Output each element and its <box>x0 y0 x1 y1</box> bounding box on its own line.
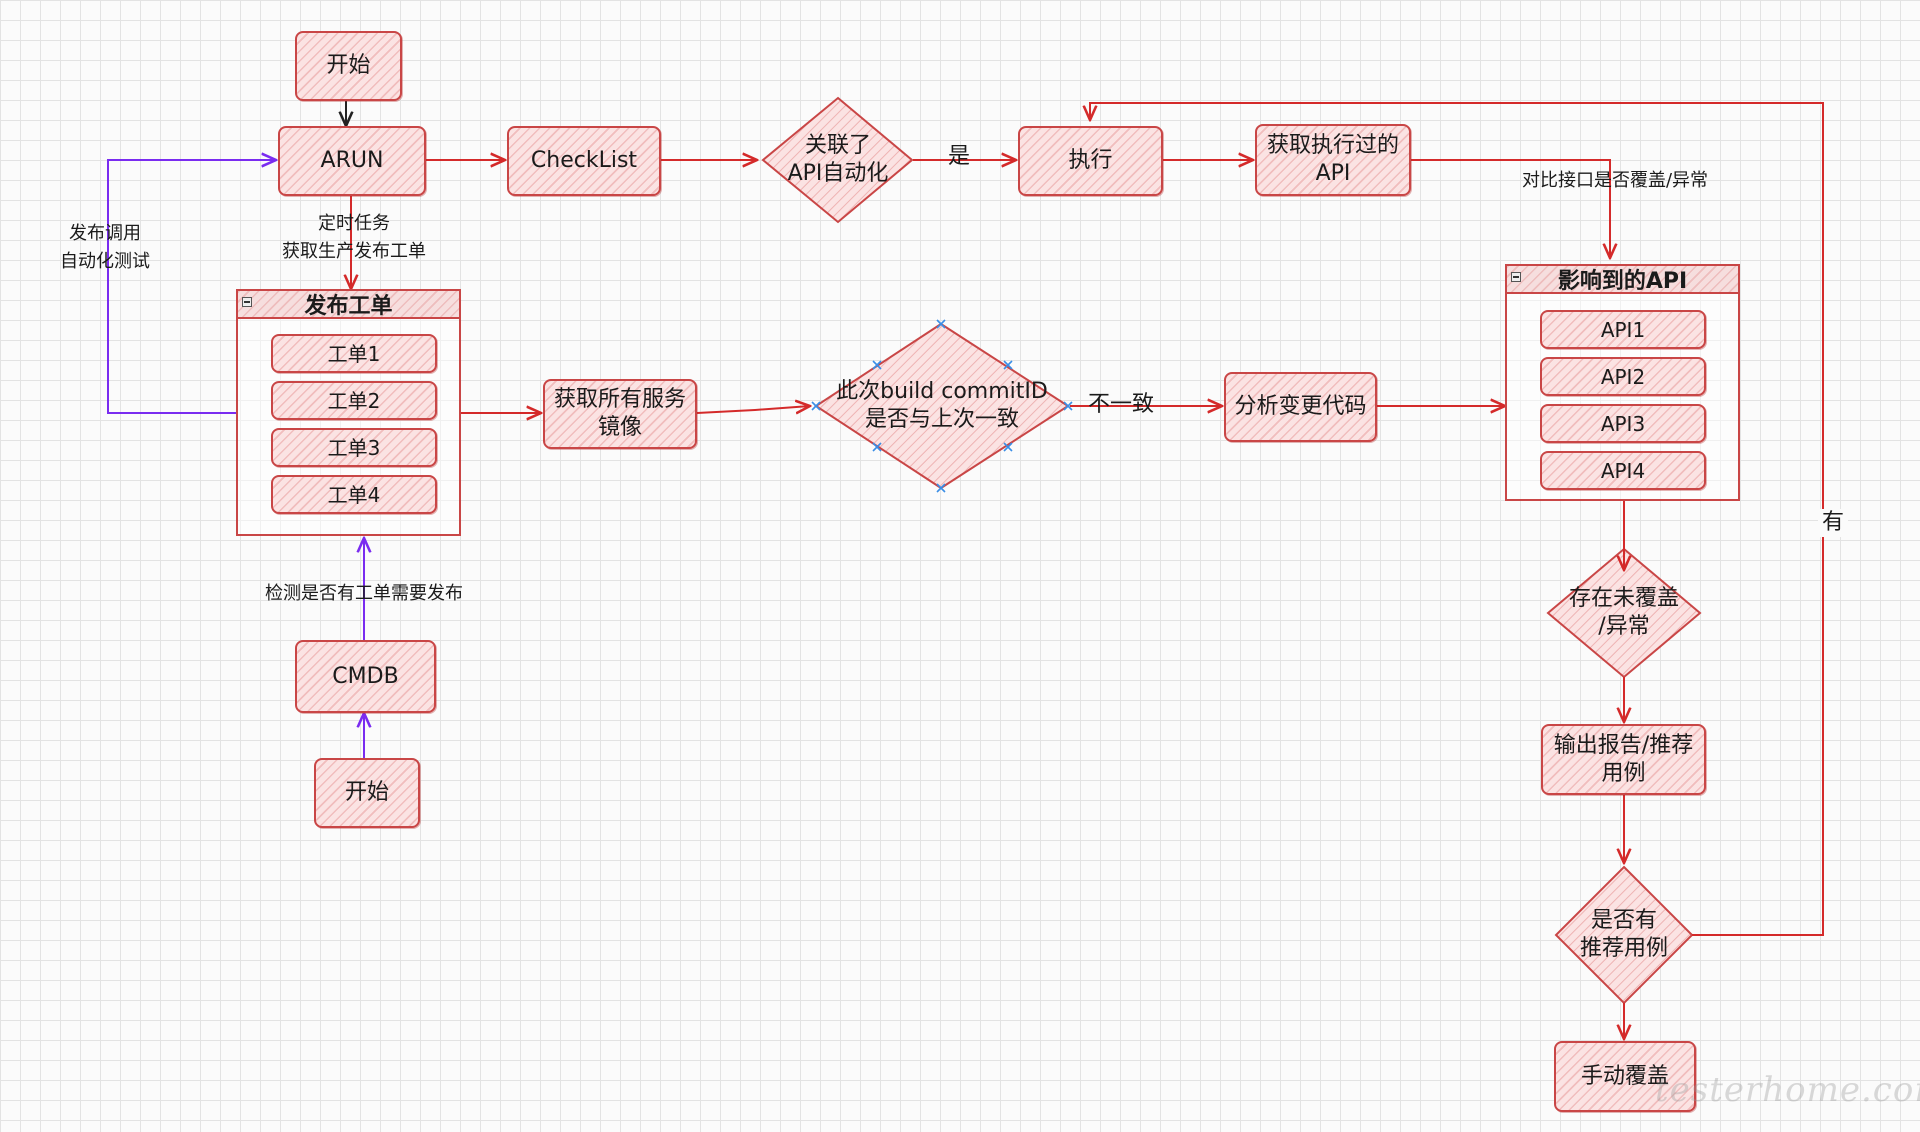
affected-api-title: 影响到的API <box>1507 266 1738 294</box>
cmdb-node[interactable]: CMDB <box>295 640 436 713</box>
watermark: testerhome.com <box>1655 1070 1920 1110</box>
edge-label-yes: 是 <box>947 144 970 169</box>
release-order-title: 发布工单 <box>238 291 459 319</box>
api-item-1[interactable]: API1 <box>1540 310 1706 349</box>
arun-node[interactable]: ARUN <box>278 126 426 196</box>
has-recommend-text: 是否有 推荐用例 <box>1579 908 1668 961</box>
edge-label-has: 有 <box>1818 509 1848 537</box>
related-api-text: 关联了 API自动化 <box>787 133 889 186</box>
analyze-code-node[interactable]: 分析变更代码 <box>1224 372 1377 442</box>
edge-release-arun <box>107 160 276 414</box>
edge-label-scheduled: 定时任务 获取生产发布工单 <box>282 213 426 262</box>
release-item-3[interactable]: 工单3 <box>271 428 437 467</box>
api-item-3[interactable]: API3 <box>1540 404 1706 443</box>
edge-images-commit <box>696 406 810 413</box>
api-item-2[interactable]: API2 <box>1540 357 1706 396</box>
get-images-node[interactable]: 获取所有服务 镜像 <box>543 379 697 449</box>
release-item-1[interactable]: 工单1 <box>271 334 437 373</box>
commit-compare-text: 此次build commitID 是否与上次一致 <box>836 379 1048 432</box>
release-item-2[interactable]: 工单2 <box>271 381 437 420</box>
edge-label-inconsistent: 不一致 <box>1087 392 1154 417</box>
api-item-4[interactable]: API4 <box>1540 451 1706 490</box>
affected-api-title-text: 影响到的API <box>1557 269 1688 294</box>
edge-label-compare-coverage: 对比接口是否覆盖/异常 <box>1521 170 1709 191</box>
start-node[interactable]: 开始 <box>295 31 402 101</box>
selection-handles <box>811 319 1073 493</box>
edge-recommend-execute <box>1090 102 1824 936</box>
release-item-4[interactable]: 工单4 <box>271 475 437 514</box>
edge-label-detect-release: 检测是否有工单需要发布 <box>265 583 463 604</box>
edge-getapi-affected <box>1411 159 1610 258</box>
checklist-node[interactable]: CheckList <box>507 126 661 196</box>
execute-node[interactable]: 执行 <box>1018 126 1163 196</box>
manual-cover-node[interactable]: 手动覆盖 <box>1554 1041 1696 1112</box>
related-api-diamond[interactable] <box>761 96 914 224</box>
get-executed-api-node[interactable]: 获取执行过的 API <box>1255 124 1411 196</box>
has-uncovered-text: 存在未覆盖 /异常 <box>1568 586 1679 639</box>
collapse-icon[interactable] <box>242 297 252 307</box>
start-bottom-node[interactable]: 开始 <box>314 758 420 828</box>
release-order-title-text: 发布工单 <box>304 294 393 319</box>
edge-label-publish-call: 发布调用 自动化测试 <box>60 223 150 272</box>
output-report-node[interactable]: 输出报告/推荐 用例 <box>1541 724 1706 795</box>
collapse-icon[interactable] <box>1511 272 1521 282</box>
